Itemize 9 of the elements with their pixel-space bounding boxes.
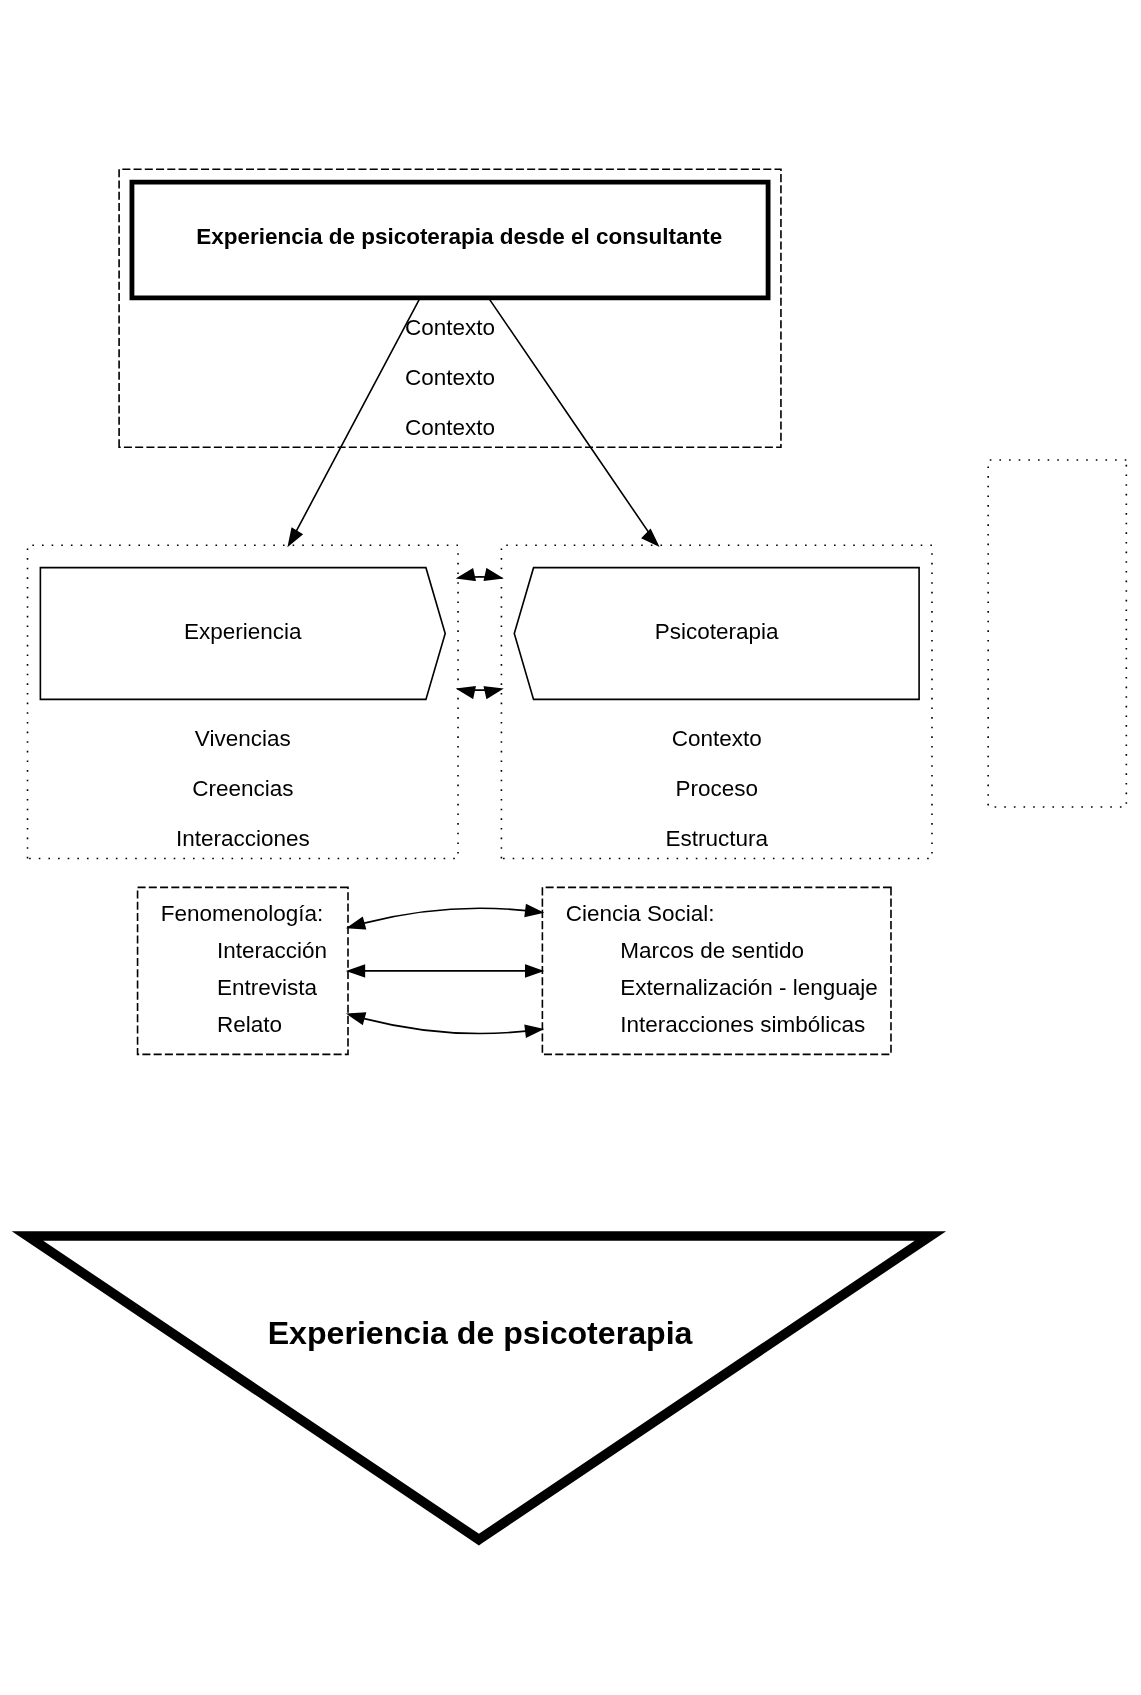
arrow xyxy=(345,963,545,978)
node-box: Fenomenología: Interacción Entrevista Relato xyxy=(136,886,349,1055)
node-box xyxy=(987,458,1128,808)
arrow xyxy=(345,903,545,930)
arrow xyxy=(345,1011,545,1038)
arrow xyxy=(455,685,504,699)
node-box: Ciencia Social: Marcos de sentido Externalización - lenguaje Interacciones simbólicas xyxy=(541,886,892,1055)
node-box: Experiencia de psicoterapia desde el consultante xyxy=(129,179,771,300)
arrow xyxy=(455,567,504,581)
